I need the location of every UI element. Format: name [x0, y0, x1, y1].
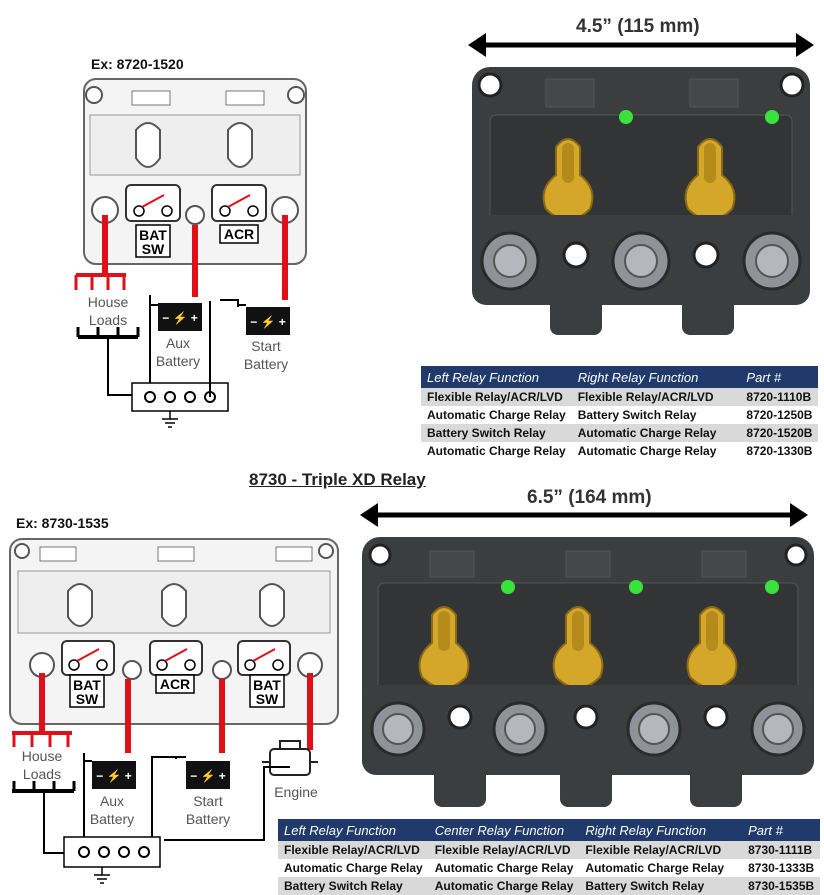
table-cell: Flexible Relay/ACR/LVD — [579, 841, 731, 859]
product-image-8730 — [362, 537, 814, 807]
table-row: Flexible Relay/ACR/LVD Flexible Relay/AC… — [421, 388, 819, 406]
section-title-8730: 8730 - Triple XD Relay — [249, 470, 426, 489]
aux-label-2: Battery — [156, 353, 200, 369]
table-cell: Battery Switch Relay — [579, 877, 731, 895]
aux-label-1: Aux — [100, 793, 124, 809]
bat-sw-left-label-1: BAT — [73, 677, 101, 693]
dimension-8720: 4.5” (115 mm) — [576, 16, 700, 37]
table-cell: Automatic Charge Relay — [579, 859, 731, 877]
table-cell: Automatic Charge Relay — [421, 406, 572, 424]
table-cell: Battery Switch Relay — [278, 877, 429, 895]
table-cell: Battery Switch Relay — [571, 406, 723, 424]
start-label-2: Battery — [186, 811, 230, 827]
bat-sw-label-2: SW — [142, 241, 165, 257]
house-label-1: House — [88, 294, 129, 310]
table-cell: Automatic Charge Relay — [421, 442, 572, 460]
table-cell: Automatic Charge Relay — [428, 859, 580, 877]
bat-sw-right-label-2: SW — [256, 691, 279, 707]
table-cell: 8730-1111B — [730, 841, 821, 859]
dimension-8730: 6.5” (164 mm) — [527, 487, 652, 508]
table-cell: 8720-1250B — [722, 406, 819, 424]
bat-sw-label-1: BAT — [139, 227, 167, 243]
table-cell: Flexible Relay/ACR/LVD — [278, 841, 429, 859]
start-label-1: Start — [193, 793, 223, 809]
table-row: Automatic Charge Relay Battery Switch Re… — [421, 406, 819, 424]
start-battery-symbol: − ⚡ + — [190, 769, 226, 783]
aux-battery-symbol: − ⚡ + — [96, 769, 132, 783]
table-cell: Flexible Relay/ACR/LVD — [428, 841, 580, 859]
table-cell: 8730-1333B — [730, 859, 821, 877]
example-8720-label: Ex: 8720-1520 — [91, 56, 184, 72]
header-right: Right Relay Function — [579, 819, 731, 841]
table-row: Flexible Relay/ACR/LVD Flexible Relay/AC… — [278, 841, 821, 859]
header-left: Left Relay Function — [278, 819, 429, 841]
example-8730-label: Ex: 8730-1535 — [16, 515, 109, 531]
house-label-2: Loads — [23, 766, 61, 782]
dimension-arrow-8720 — [468, 33, 814, 57]
header-left: Left Relay Function — [421, 366, 572, 388]
start-label-1: Start — [251, 338, 281, 354]
house-label-1: House — [22, 748, 63, 764]
engine-label: Engine — [274, 784, 318, 800]
schematic-8730: BAT SW ACR BAT SW House Loads − ⚡ + Aux … — [9, 538, 339, 884]
table-cell: Flexible Relay/ACR/LVD — [421, 388, 572, 406]
table-cell: Automatic Charge Relay — [571, 424, 723, 442]
engine-icon — [262, 740, 318, 776]
header-center: Center Relay Function — [428, 819, 580, 841]
table-cell: 8720-1520B — [722, 424, 819, 442]
start-battery-symbol: − ⚡ + — [250, 315, 286, 329]
table-cell: 8720-1110B — [722, 388, 819, 406]
table-cell: Flexible Relay/ACR/LVD — [571, 388, 723, 406]
table-cell: Battery Switch Relay — [421, 424, 572, 442]
table-cell: Automatic Charge Relay — [428, 877, 580, 895]
table-row: Battery Switch Relay Automatic Charge Re… — [278, 877, 821, 895]
header-part: Part # — [722, 366, 819, 388]
dimension-arrow-8730 — [360, 503, 808, 527]
table-cell: 8730-1535B — [730, 877, 821, 895]
table-cell: 8720-1330B — [722, 442, 819, 460]
aux-battery-symbol: − ⚡ + — [162, 311, 198, 325]
table-cell: Automatic Charge Relay — [571, 442, 723, 460]
header-part: Part # — [730, 819, 821, 841]
bat-sw-right-label-1: BAT — [253, 677, 281, 693]
table-row: Battery Switch Relay Automatic Charge Re… — [421, 424, 819, 442]
header-right: Right Relay Function — [571, 366, 723, 388]
product-image-8720 — [472, 67, 810, 335]
acr-label: ACR — [224, 226, 254, 242]
table-row: Automatic Charge Relay Automatic Charge … — [278, 859, 821, 877]
schematic-8720: BAT SW ACR House Loads − ⚡ + Aux Battery… — [74, 78, 307, 428]
table-row: Automatic Charge Relay Automatic Charge … — [421, 442, 819, 460]
bat-sw-left-label-2: SW — [76, 691, 99, 707]
aux-label-1: Aux — [166, 335, 190, 351]
part-table-8720: Left Relay Function Right Relay Function… — [421, 366, 819, 460]
start-label-2: Battery — [244, 356, 288, 372]
aux-label-2: Battery — [90, 811, 134, 827]
table-cell: Automatic Charge Relay — [278, 859, 429, 877]
part-table-8730: Left Relay Function Center Relay Functio… — [278, 819, 821, 895]
house-label-2: Loads — [89, 312, 127, 328]
acr-center-label: ACR — [160, 676, 190, 692]
